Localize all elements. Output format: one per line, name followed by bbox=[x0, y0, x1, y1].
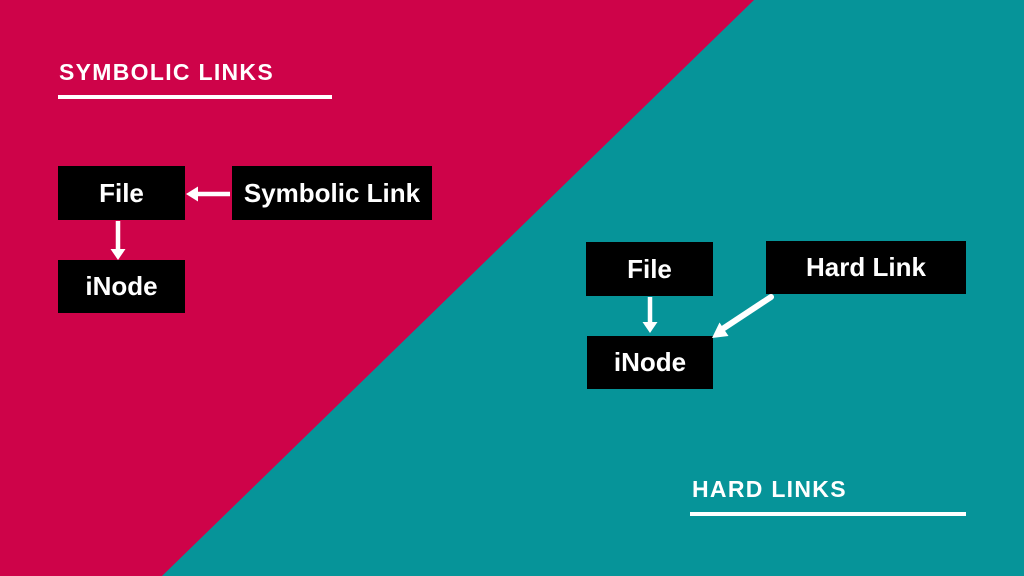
symbolic-link-box: Symbolic Link bbox=[232, 166, 432, 220]
hard-links-title: HARD LINKS bbox=[692, 476, 847, 502]
symbolic-inode-box: iNode bbox=[58, 260, 185, 313]
hard-file-label: File bbox=[627, 253, 672, 284]
symbolic-file-to-inode-arrow bbox=[110, 221, 126, 260]
symbolic-inode-label: iNode bbox=[85, 271, 158, 301]
hard-links-title-underline bbox=[690, 512, 966, 516]
symbolic-links-title-underline bbox=[58, 95, 332, 99]
hard-file-box: File bbox=[586, 242, 713, 296]
symbolic-links-title: SYMBOLIC LINKS bbox=[59, 59, 274, 85]
symbolic-file-label: File bbox=[99, 177, 144, 208]
hard-inode-box: iNode bbox=[587, 336, 713, 389]
symbolic-link-label: Symbolic Link bbox=[243, 177, 421, 208]
symbolic-file-box: File bbox=[58, 166, 185, 220]
symlink-to-file-arrow bbox=[186, 186, 230, 202]
hard-link-box: Hard Link bbox=[766, 241, 966, 294]
hard-inode-label: iNode bbox=[613, 347, 687, 377]
hard-link-label: Hard Link bbox=[806, 252, 926, 282]
